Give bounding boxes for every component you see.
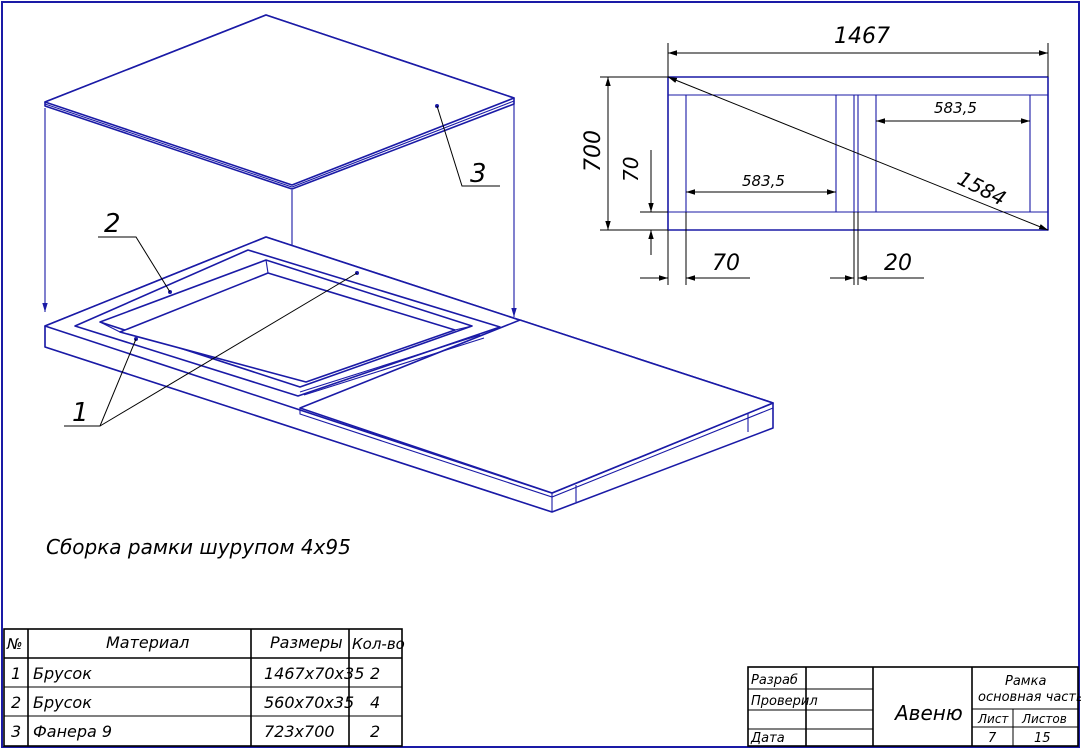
bom-header-material: Материал: [106, 633, 189, 652]
bom-row-2-qty: 4: [370, 693, 380, 712]
isometric-view: 3 2 1: [42, 14, 774, 513]
bom-row-2-material: Брусок: [33, 693, 92, 712]
title-sheet-number: 7: [988, 731, 997, 746]
bom-table: [3, 628, 403, 747]
callout-leaders: [64, 105, 500, 427]
plywood-panel-top: [44, 14, 515, 190]
dim-rail-width-horizontal: 70: [712, 251, 740, 276]
title-checked-label: Проверил: [751, 694, 818, 709]
title-developed-label: Разраб: [751, 673, 798, 688]
title-company: Авеню: [893, 701, 963, 725]
bom-row-3-material: Фанера 9: [33, 722, 112, 741]
callout-1: 1: [72, 398, 89, 428]
title-date-label: Дата: [750, 731, 785, 746]
bom-row-2-no: 2: [11, 693, 21, 712]
dim-rail-width-vertical: 70: [619, 157, 643, 182]
bom-row-1-material: Брусок: [33, 664, 92, 683]
bom-row-1-qty: 2: [370, 664, 380, 683]
title-name-line-2: основная часть: [978, 690, 1081, 705]
bom-row-3-size: 723х700: [264, 722, 335, 741]
bom-header-size: Размеры: [270, 633, 343, 652]
bom-row-1-size: 1467х70х35: [264, 664, 364, 683]
title-name-line-1: Рамка: [1005, 674, 1046, 689]
bom-header-qty: Кол-во: [352, 635, 405, 653]
title-block: [747, 666, 1079, 747]
bom-row-3-qty: 2: [370, 722, 380, 741]
dimension-lines: [600, 43, 1049, 285]
bom-row-2-size: 560х70х35: [264, 693, 354, 712]
dim-bay-upper: 583,5: [934, 99, 977, 117]
callout-2: 2: [104, 209, 121, 239]
assembly-note: Сборка рамки шурупом 4х95: [46, 535, 351, 559]
frame-assembly: [44, 236, 774, 513]
title-sheets-label: Листов: [1021, 712, 1067, 726]
bom-row-1-no: 1: [11, 664, 21, 683]
title-sheets-total: 15: [1034, 731, 1051, 746]
bom-row-3-no: 3: [11, 722, 21, 741]
callout-3: 3: [470, 159, 487, 189]
title-sheet-label: Лист: [977, 712, 1009, 726]
dim-overall-length: 1467: [834, 24, 890, 49]
dim-overall-width: 700: [581, 130, 606, 172]
bom-header-no: №: [6, 635, 23, 653]
dim-bay-lower: 583,5: [742, 172, 785, 190]
dim-gap: 20: [884, 251, 912, 276]
